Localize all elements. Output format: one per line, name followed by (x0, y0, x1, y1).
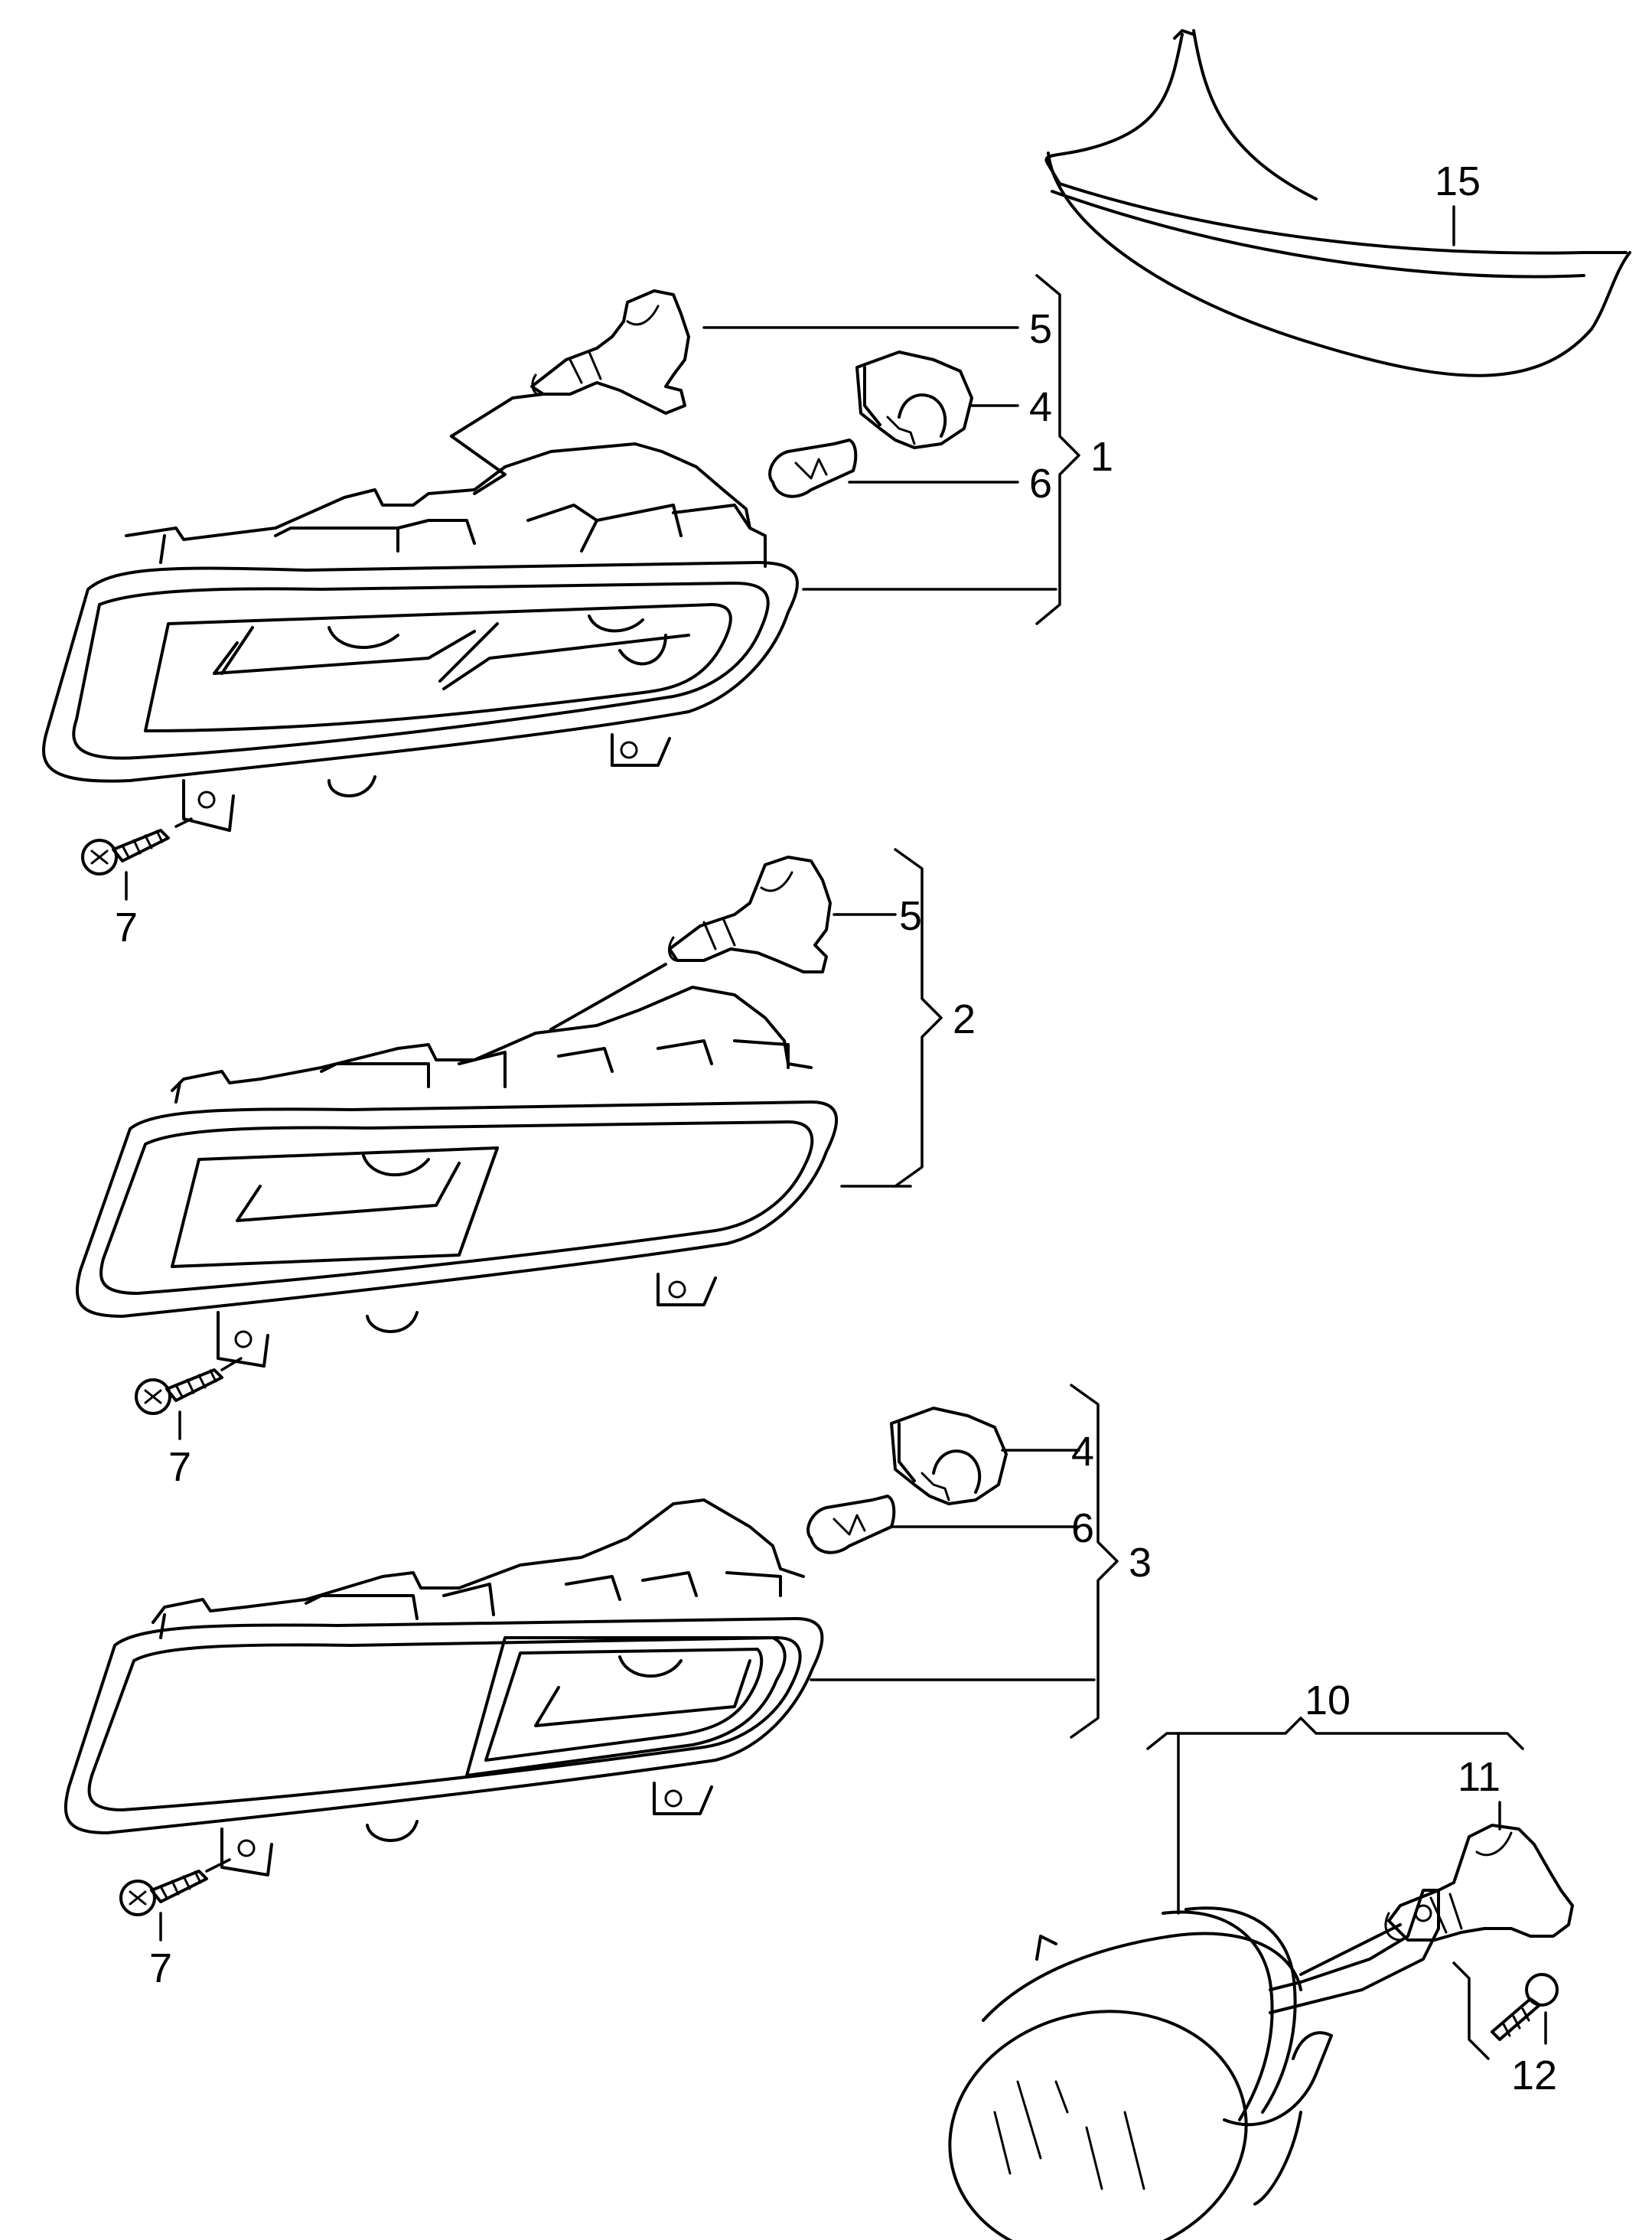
h11-bulb-upper (450, 289, 690, 495)
lamp-assembly-2 (75, 986, 838, 1368)
bulb-socket-upper (855, 351, 973, 449)
callout-11: 11 (1458, 1754, 1500, 1800)
callout-4-upper: 4 (1029, 384, 1052, 430)
screw-7-upper (81, 817, 193, 875)
callout-5-upper: 5 (1029, 306, 1052, 352)
lamp-assembly-3 (64, 1498, 824, 1876)
screw-7-middle (135, 1357, 243, 1415)
lamp-assembly-1 (42, 442, 799, 832)
callout-10: 10 (1305, 1678, 1351, 1723)
h11-bulb-fog (1299, 1824, 1574, 1976)
callout-6-upper: 6 (1029, 461, 1052, 507)
fog-lamp-10 (948, 1889, 1440, 2240)
callout-1: 1 (1090, 434, 1113, 480)
trim-strip-15 (1044, 29, 1631, 377)
callout-5-middle: 5 (899, 893, 922, 939)
callout-6-lower: 6 (1071, 1505, 1094, 1551)
small-bulb-lower (806, 1495, 896, 1554)
callout-labels: 15 5 4 1 6 7 5 2 7 4 6 3 10 11 7 12 (115, 158, 1557, 2098)
callout-3: 3 (1129, 1540, 1152, 1586)
h11-bulb-middle (549, 856, 832, 1031)
callout-15: 15 (1435, 158, 1481, 204)
callout-4-lower: 4 (1071, 1429, 1094, 1475)
screw-7-lower (119, 1858, 231, 1916)
screw-12 (1491, 1973, 1559, 2041)
callout-7-upper: 7 (115, 905, 138, 950)
callout-12: 12 (1511, 2053, 1557, 2098)
bulb-socket-lower (890, 1407, 1008, 1505)
callout-7-lower: 7 (149, 1945, 172, 1991)
callout-2: 2 (953, 996, 976, 1042)
small-bulb-upper (768, 439, 858, 498)
callout-7-middle: 7 (168, 1444, 191, 1490)
leader-lines (125, 205, 1547, 2060)
